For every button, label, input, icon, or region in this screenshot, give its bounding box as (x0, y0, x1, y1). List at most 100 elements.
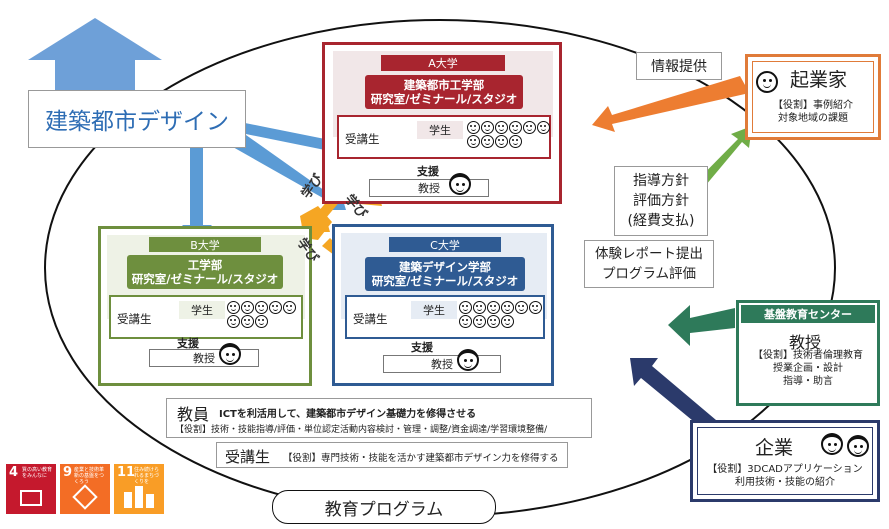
entrepreneur-role: 【役割】事例紹介 対象地域の課題 (752, 99, 874, 125)
program-label-box: 教育プログラム (272, 490, 496, 524)
company-box: 企業 【役割】3DCADアプリケーション 利用技術・技能の紹介 (690, 420, 880, 502)
univ-c-header: C大学 (389, 237, 501, 252)
univ-b-students-faces (227, 301, 297, 328)
student-face-icon (227, 301, 240, 314)
univ-c-shien: 支援 (411, 341, 433, 354)
student-face-icon (501, 315, 514, 328)
univ-b-kyouju: 教授 (149, 349, 259, 367)
company-title: 企業 (755, 437, 794, 459)
staff-desc: ICTを利活用して、建築都市デザイン基礎力を修得させる (219, 409, 477, 420)
company-face-icon (821, 433, 843, 455)
sdg-9-icon: 9 産業と技術革新の基盤をつくろう (60, 464, 110, 514)
guidance-box: 指導方針 評価方針 (経費支払) (614, 166, 708, 236)
company-face-icon (847, 435, 869, 457)
center-arrow (668, 305, 735, 346)
entrepreneur-face-icon (756, 71, 778, 93)
staff-box: 教員 ICTを利活用して、建築都市デザイン基礎力を修得させる 【役割】技術・技能… (166, 398, 592, 438)
sdg-4-number: 4 (9, 465, 19, 480)
student-face-icon (481, 121, 494, 134)
univ-a-student-label: 受講生 (345, 132, 380, 146)
univ-a-shien: 支援 (417, 165, 439, 178)
univ-b-shien: 支援 (177, 337, 199, 350)
center-box: 基盤教育センター 教授 【役割】技術者倫理教育 授業企画・設計 指導・助言 (736, 300, 880, 406)
student-face-icon (255, 301, 268, 314)
univ-a-dept: 建築都市工学部 研究室/ゼミナール/スタジオ (365, 75, 523, 109)
entrepreneur-role-line2: 対象地域の課題 (778, 113, 848, 124)
student-face-icon (467, 135, 480, 148)
student-face-icon (537, 121, 550, 134)
univ-c-dept-line2: 研究室/ゼミナール/スタジオ (371, 274, 519, 288)
sdg-11-number: 11 (117, 465, 136, 480)
program-label: 教育プログラム (324, 499, 444, 520)
univ-b-student-label: 受講生 (117, 312, 152, 326)
student-face-icon (241, 315, 254, 328)
student-face-icon (255, 315, 268, 328)
company-role-line2: 利用技術・技能の紹介 (734, 477, 835, 488)
univ-b-box: B大学 工学部 研究室/ゼミナール/スタジオ 受講生 学生 支援 教授 (98, 226, 312, 386)
sdg-11-icon: 11 住み続けられるまちづくりを (114, 464, 164, 514)
student-face-icon (509, 121, 522, 134)
sdg-4-text: 質の高い教育をみんなに (22, 467, 53, 479)
univ-a-header: A大学 (381, 55, 505, 71)
student-face-icon (269, 301, 282, 314)
center-role: 【役割】技術者倫理教育 授業企画・設計 指導・助言 (739, 349, 877, 388)
univ-b-student-box: 受講生 学生 (109, 295, 303, 339)
report-line2: プログラム評価 (601, 266, 697, 282)
center-header: 基盤教育センター (741, 305, 875, 323)
student-face-icon (487, 301, 500, 314)
univ-c-box: C大学 建築デザイン学部 研究室/ゼミナール/スタジオ 受講生 学生 支援 教授 (332, 224, 554, 386)
learner-box: 受講生 【役割】専門技術・技能を活かす建築都市デザイン力を修得する (216, 442, 568, 468)
student-face-icon (501, 301, 514, 314)
company-role-line1: 【役割】3DCADアプリケーション (707, 464, 863, 475)
univ-a-students-faces (467, 121, 551, 148)
center-title: 教授 (789, 333, 822, 352)
student-face-icon (529, 301, 542, 314)
student-face-icon (481, 135, 494, 148)
student-face-icon (227, 315, 240, 328)
main-title: 建築都市デザイン (45, 109, 229, 135)
info-arrow (592, 76, 745, 132)
univ-b-dept-line1: 工学部 (187, 258, 223, 272)
student-face-icon (487, 315, 500, 328)
learner-role: 【役割】専門技術・技能を活かす建築都市デザイン力を修得する (283, 453, 559, 464)
univ-b-dept-line2: 研究室/ゼミナール/スタジオ (131, 272, 279, 286)
univ-c-kyouju: 教授 (383, 355, 501, 373)
student-face-icon (509, 135, 522, 148)
main-title-box: 建築都市デザイン (28, 90, 246, 148)
univ-a-kyouju: 教授 (369, 179, 489, 197)
univ-c-students-faces (459, 301, 543, 328)
center-role-line1: 【役割】技術者倫理教育 (753, 350, 863, 361)
univ-a-gakusei: 学生 (417, 121, 463, 139)
univ-c-student-label: 受講生 (353, 312, 388, 326)
univ-b-header: B大学 (149, 237, 261, 252)
company-role: 【役割】3DCADアプリケーション 利用技術・技能の紹介 (697, 463, 873, 489)
univ-b-gakusei: 学生 (179, 301, 225, 319)
univ-c-gakusei: 学生 (411, 301, 457, 319)
professor-face-icon (457, 349, 479, 371)
sdg-11-text: 住み続けられるまちづくりを (134, 467, 160, 485)
univ-a-dept-line1: 建築都市工学部 (403, 78, 485, 92)
student-face-icon (523, 121, 536, 134)
student-face-icon (459, 315, 472, 328)
learner-title: 受講生 (225, 448, 271, 466)
univ-a-box: A大学 建築都市工学部 研究室/ゼミナール/スタジオ 受講生 学生 支援 教授 (322, 42, 562, 204)
student-face-icon (467, 121, 480, 134)
univ-a-student-box: 受講生 学生 (337, 115, 551, 159)
report-box: 体験レポート提出 プログラム評価 (584, 240, 714, 288)
student-face-icon (241, 301, 254, 314)
company-arrow (630, 358, 716, 430)
sdg-4-icon: 4 質の高い教育をみんなに (6, 464, 56, 514)
student-face-icon (473, 315, 486, 328)
student-face-icon (515, 301, 528, 314)
sdg-9-number: 9 (63, 465, 73, 480)
student-face-icon (473, 301, 486, 314)
univ-b-dept: 工学部 研究室/ゼミナール/スタジオ (127, 255, 283, 289)
univ-c-dept: 建築デザイン学部 研究室/ゼミナール/スタジオ (365, 257, 525, 291)
student-face-icon (283, 301, 296, 314)
center-role-line2: 授業企画・設計 (773, 363, 843, 374)
guidance-line2: 評価方針 (633, 193, 689, 209)
entrepreneur-role-line1: 【役割】事例紹介 (773, 100, 853, 111)
univ-c-student-box: 受講生 学生 (345, 295, 545, 339)
univ-a-dept-line2: 研究室/ゼミナール/スタジオ (370, 92, 518, 106)
center-role-line3: 指導・助言 (783, 376, 833, 387)
